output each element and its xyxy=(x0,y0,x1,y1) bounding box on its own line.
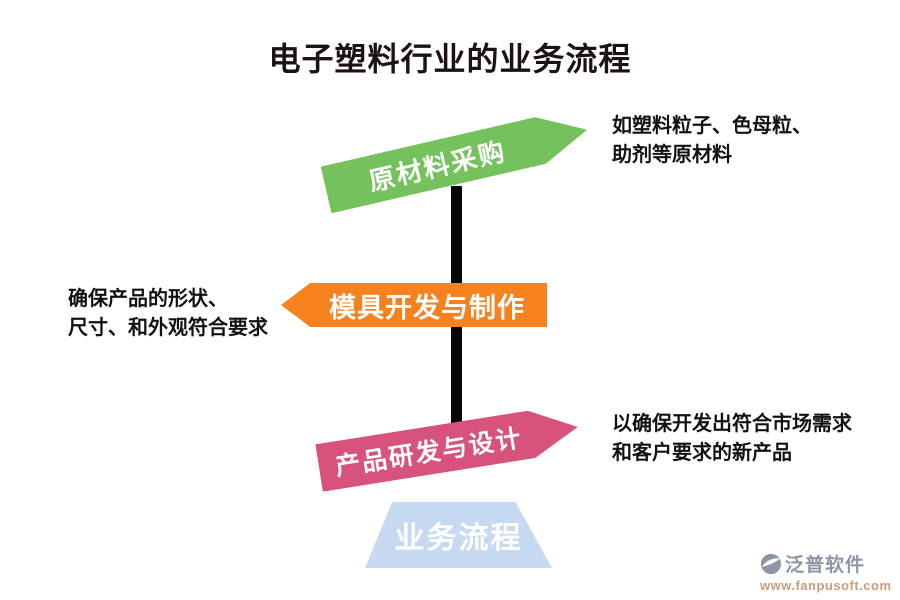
annotation-mold-development: 确保产品的形状、 尺寸、和外观符合要求 xyxy=(68,285,268,343)
fanpu-logo-icon xyxy=(760,553,782,575)
annotation-line: 如塑料粒子、色母粒、 xyxy=(612,115,812,137)
brand-url: www.fanpusoft.com xyxy=(760,578,892,593)
banner-label: 模具开发与制作 xyxy=(329,292,525,323)
brand-name: 泛普软件 xyxy=(785,555,866,576)
page-title: 电子塑料行业的业务流程 xyxy=(268,41,632,77)
annotation-line: 和客户要求的新产品 xyxy=(612,442,792,464)
base-trapezoid-business-process: 业务流程 xyxy=(365,502,552,568)
annotation-line: 尺寸、和外观符合要求 xyxy=(68,317,268,339)
banner-product-design: 产品研发与设计 xyxy=(315,403,581,491)
annotation-product-rnd: 以确保开发出符合市场需求 和客户要求的新产品 xyxy=(612,410,852,468)
footer-brand: 泛普软件 www.fanpusoft.com xyxy=(760,550,892,593)
banner-label: 产品研发与设计 xyxy=(333,424,525,482)
annotation-line: 以确保开发出符合市场需求 xyxy=(612,413,852,435)
annotation-raw-material: 如塑料粒子、色母粒、 助剂等原材料 xyxy=(612,112,812,170)
annotation-line: 确保产品的形状、 xyxy=(68,288,228,310)
banner-mold-development: 模具开发与制作 xyxy=(281,283,547,327)
annotation-line: 助剂等原材料 xyxy=(612,144,732,166)
base-label: 业务流程 xyxy=(394,522,523,555)
banner-label: 原材料采购 xyxy=(366,136,509,197)
